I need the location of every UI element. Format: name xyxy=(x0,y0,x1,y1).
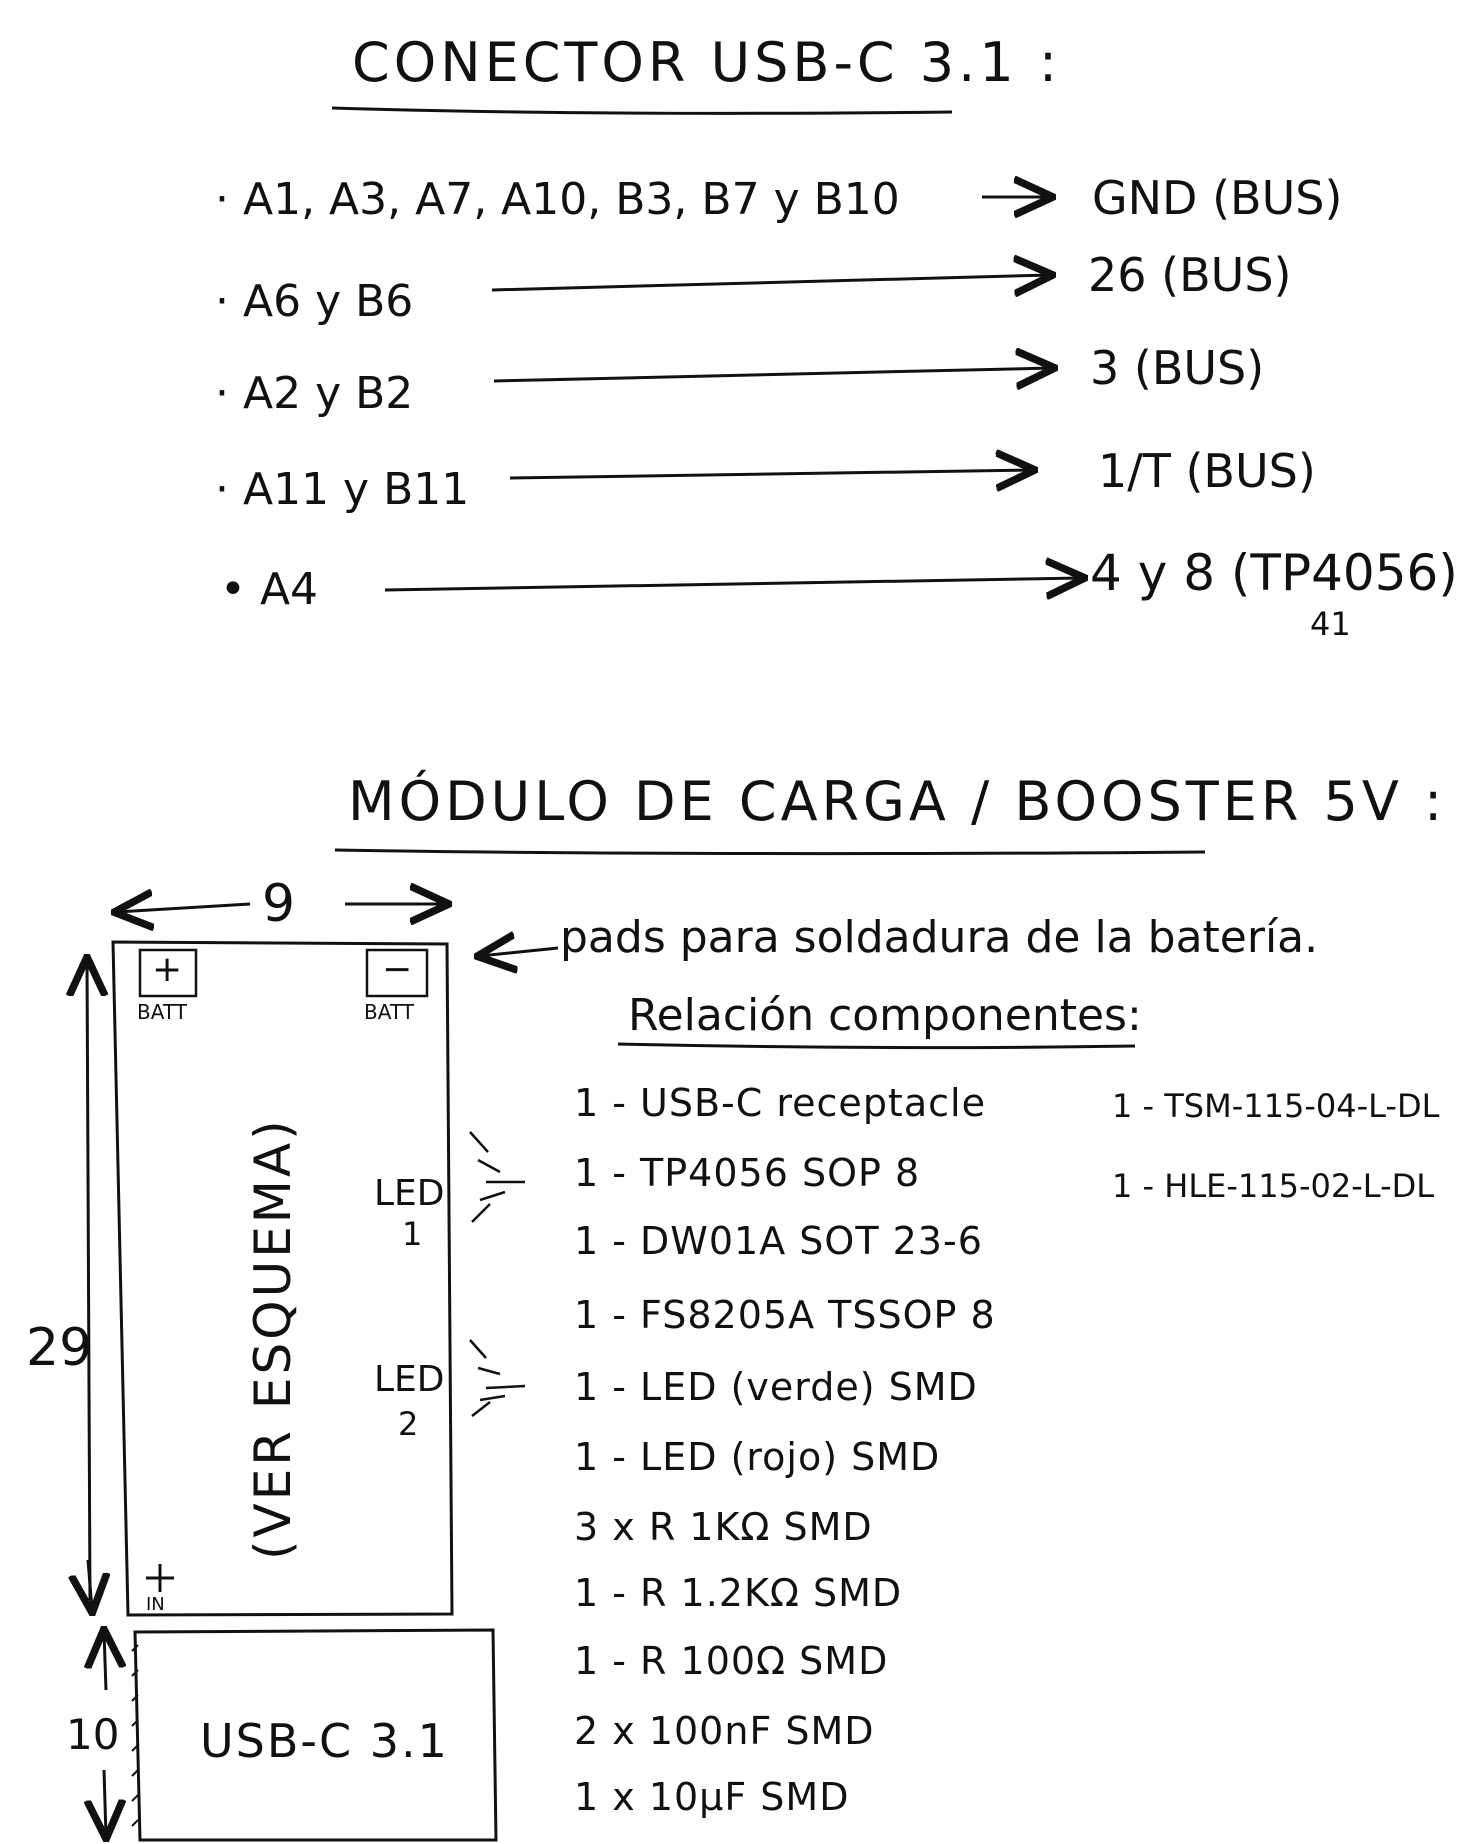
batt-minus-sign: − xyxy=(382,949,413,990)
mapping-pins: A11 y B11 xyxy=(242,464,470,515)
list-item: 1 - LED (verde) SMD xyxy=(574,1365,978,1409)
list-item: 2 x 100nF SMD xyxy=(574,1709,875,1753)
width-label: 9 xyxy=(262,874,296,934)
bullet-dot: · xyxy=(215,464,243,515)
arrow-row-5 xyxy=(384,578,1082,590)
usb-block-hatch xyxy=(131,1644,139,1827)
mapping-row-4: · A11 y B11 xyxy=(215,468,469,512)
led1-num: 1 xyxy=(402,1215,423,1253)
mapping-pins: A1, A3, A7, A10, B3, B7 y B10 xyxy=(242,174,900,225)
mapping-pins: A2 y B2 xyxy=(242,368,414,419)
batt-minus-pad xyxy=(365,948,429,998)
list-item: 1 - R 1.2KΩ SMD xyxy=(574,1571,903,1615)
module-title-underline xyxy=(334,848,1206,856)
pads-arrow xyxy=(480,948,559,956)
usb-dim-down xyxy=(104,1769,106,1836)
extra-item: 1 - TSM-115-04-L-DL xyxy=(1112,1087,1440,1125)
mapping-target-3: 3 (BUS) xyxy=(1090,341,1265,395)
height-dim-bottom xyxy=(88,1559,92,1610)
led2-num: 2 xyxy=(398,1405,419,1443)
mapping-target-5: 4 y 8 (TP4056) xyxy=(1090,544,1458,602)
led2-label: LED xyxy=(374,1359,445,1400)
usb-dim-up xyxy=(104,1632,106,1691)
mapping-row-5: • A4 xyxy=(220,568,318,612)
arrow-row-2 xyxy=(491,275,1050,290)
pads-note: pads para soldadura de la batería. xyxy=(560,912,1319,963)
bullet-dot: • xyxy=(220,564,260,615)
ver-esquema-label: (VER ESQUEMA) xyxy=(244,1117,302,1560)
mapping-row-1: · A1, A3, A7, A10, B3, B7 y B10 xyxy=(215,178,900,222)
components-underline xyxy=(617,1042,1136,1050)
module-board-outline xyxy=(111,940,454,1617)
height-dim xyxy=(87,960,90,1601)
list-item: 1 - DW01A SOT 23-6 xyxy=(574,1219,983,1263)
list-item: 3 x R 1KΩ SMD xyxy=(574,1505,873,1549)
mapping-note-5: 41 xyxy=(1310,605,1351,643)
list-item: 1 x 10μF SMD xyxy=(574,1775,850,1819)
led1-rays xyxy=(469,1131,525,1223)
mapping-target-4: 1/T (BUS) xyxy=(1098,444,1316,498)
mapping-row-2: · A6 y B6 xyxy=(215,280,413,324)
mapping-pins: A6 y B6 xyxy=(242,276,414,327)
list-item: 1 - LED (rojo) SMD xyxy=(574,1435,941,1479)
mapping-pins: A4 xyxy=(259,564,319,615)
list-item: 1 - TP4056 SOP 8 xyxy=(574,1151,921,1195)
extra-item: 1 - HLE-115-02-L-DL xyxy=(1112,1167,1435,1205)
bullet-dot: · xyxy=(215,174,243,225)
list-item: 1 - USB-C receptacle xyxy=(574,1081,986,1125)
components-title: Relación componentes: xyxy=(628,990,1142,1041)
led1-label: LED xyxy=(374,1173,445,1214)
module-title: MÓDULO DE CARGA / BOOSTER 5V : xyxy=(348,770,1447,833)
batt-plus-label: BATT xyxy=(137,1000,187,1024)
batt-plus-sign: + xyxy=(152,949,183,990)
mapping-target-2: 26 (BUS) xyxy=(1088,248,1292,302)
bullet-dot: · xyxy=(215,276,243,327)
arrow-row-4 xyxy=(509,470,1032,478)
batt-minus-label: BATT xyxy=(364,1000,414,1024)
width-dim-left xyxy=(117,904,251,912)
mapping-row-3: · A2 y B2 xyxy=(215,372,413,416)
connector-title: CONECTOR USB-C 3.1 : xyxy=(352,31,1062,94)
list-item: 1 - R 100Ω SMD xyxy=(574,1639,889,1683)
in-plus-mark xyxy=(146,1564,174,1592)
mapping-target-1: GND (BUS) xyxy=(1092,171,1343,225)
bullet-dot: · xyxy=(215,368,243,419)
usb-block-label: USB-C 3.1 xyxy=(200,1714,449,1768)
connector-title-underline xyxy=(331,106,953,115)
led2-rays xyxy=(469,1339,526,1417)
list-item: 1 - FS8205A TSSOP 8 xyxy=(574,1293,996,1337)
batt-plus-pad xyxy=(138,948,198,998)
in-label: IN xyxy=(146,1594,165,1615)
height-label: 29 xyxy=(26,1318,93,1378)
usb-height-label: 10 xyxy=(66,1710,120,1759)
arrow-row-3 xyxy=(493,368,1052,381)
